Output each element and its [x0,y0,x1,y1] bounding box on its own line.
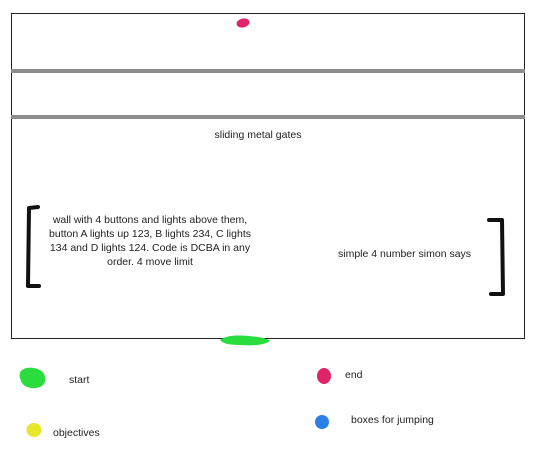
legend-objectives-label: objectives [53,427,100,439]
wall-buttons-note: wall with 4 buttons and lights above the… [49,214,251,268]
legend-end-label: end [345,369,363,381]
right-bracket-icon [487,218,505,296]
gates-label: sliding metal gates [214,129,302,141]
legend-start-swatch [19,367,46,389]
left-bracket-icon [26,205,41,288]
legend-boxes-label: boxes for jumping [351,414,434,426]
sliding-gate-lower [11,115,525,119]
legend-objectives-swatch [26,423,42,437]
legend-start-label: start [69,374,90,386]
start-marker [220,335,270,346]
simon-says-note: simple 4 number simon says [338,248,472,260]
sliding-gate-upper [11,69,525,73]
legend-end-swatch [317,368,331,384]
room-outline [11,13,525,339]
end-marker [236,18,250,28]
legend-boxes-swatch [315,415,329,429]
